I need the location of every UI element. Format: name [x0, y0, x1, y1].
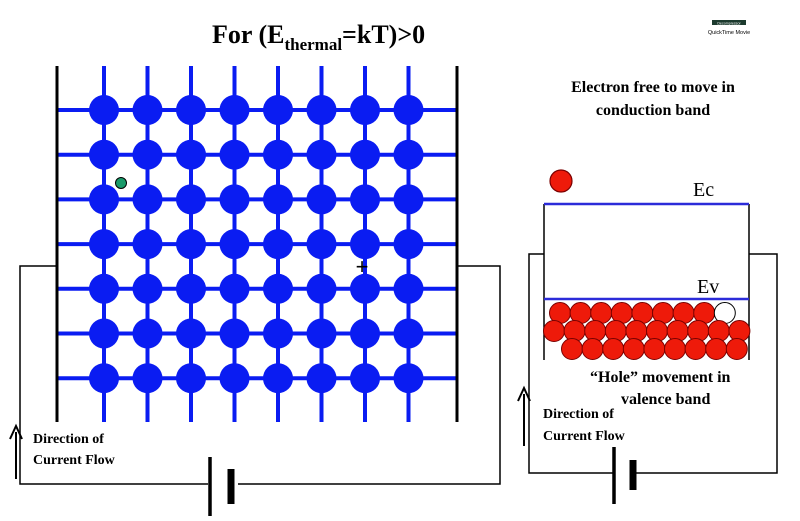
- lattice-atom: [306, 229, 337, 260]
- lattice-atom: [393, 318, 424, 349]
- lattice-atom: [89, 95, 119, 125]
- left-battery: [208, 457, 235, 516]
- right-heading-line2: conduction band: [596, 102, 710, 119]
- lattice-atom: [132, 363, 163, 394]
- quicktime-badge-line2: QuickTime Movie: [708, 30, 750, 36]
- valence-electron: [643, 338, 666, 360]
- ec-label: Ec: [693, 179, 714, 201]
- lattice-atom: [393, 363, 424, 394]
- lattice-atom: [350, 95, 380, 125]
- right-current-label-line2: Current Flow: [543, 429, 626, 444]
- lattice-atom: [306, 273, 337, 304]
- lattice-atom: [132, 184, 163, 215]
- lattice-atom: [89, 139, 119, 170]
- hole-plus-sign: +: [356, 254, 369, 279]
- hole-caption-line1: “Hole” movement in: [590, 369, 731, 386]
- quicktime-badge: [712, 20, 746, 25]
- lattice-atom: [132, 95, 163, 125]
- lattice-atom: [132, 139, 163, 170]
- quicktime-badge-line1: Decompressor: [717, 22, 741, 26]
- lattice-atom: [176, 229, 206, 260]
- lattice-atom: [176, 95, 206, 125]
- lattice-atom: [306, 363, 337, 394]
- valence-electron: [543, 320, 565, 342]
- lattice-atom: [89, 363, 119, 394]
- lattice-atom: [132, 229, 163, 260]
- right-current-arrow: [517, 385, 531, 446]
- lattice-atom: [263, 229, 293, 260]
- lattice-atom: [219, 184, 250, 215]
- left-circuit-wire: [19, 265, 208, 485]
- lattice-atom: [219, 273, 250, 304]
- lattice-atom: [393, 139, 424, 170]
- crystal-lattice: [57, 66, 457, 422]
- lattice-atom: [219, 139, 250, 170]
- right-circuit-wire-right: [633, 253, 778, 474]
- lattice-atom: [263, 139, 293, 170]
- conduction-electron: [549, 169, 573, 193]
- lattice-atom: [393, 95, 424, 125]
- valence-electron: [581, 338, 604, 360]
- title: For (Ethermal=kT)>0: [212, 20, 425, 54]
- lattice-atom: [263, 273, 293, 304]
- lattice-atom: [219, 95, 250, 125]
- lattice-atom: [89, 273, 119, 304]
- valence-electrons: [543, 302, 751, 360]
- valence-electron: [602, 338, 625, 360]
- valence-electron: [684, 338, 707, 360]
- lattice-atom: [263, 184, 293, 215]
- left-current-label-line1: Direction of: [33, 432, 104, 447]
- ev-label: Ev: [697, 276, 719, 298]
- right-current-label-line1: Direction of: [543, 407, 614, 422]
- left-current-arrow: [9, 423, 23, 479]
- lattice-atom: [219, 318, 250, 349]
- lattice-atom: [263, 95, 293, 125]
- lattice-atom: [89, 318, 119, 349]
- lattice-atom: [132, 318, 163, 349]
- lattice-atom: [393, 229, 424, 260]
- right-circuit-wire-left: [528, 253, 614, 474]
- lattice-atom: [263, 363, 293, 394]
- right-battery: [612, 447, 637, 504]
- free-electron: [115, 177, 127, 189]
- left-circuit-wire-right: [238, 265, 501, 485]
- lattice-atoms: [89, 95, 424, 394]
- lattice-atom: [306, 95, 337, 125]
- lattice-atom: [89, 229, 119, 260]
- lattice-atom: [306, 139, 337, 170]
- lattice-atom: [89, 184, 119, 215]
- lattice-atom: [132, 273, 163, 304]
- lattice-atom: [176, 273, 206, 304]
- lattice-atom: [306, 184, 337, 215]
- lattice-atom: [350, 363, 380, 394]
- lattice-atom: [176, 363, 206, 394]
- right-heading-line1: Electron free to move in: [571, 79, 735, 96]
- lattice-atom: [350, 273, 380, 304]
- lattice-atom: [350, 229, 380, 260]
- lattice-atom: [350, 184, 380, 215]
- lattice-atom: [350, 318, 380, 349]
- valence-electron: [725, 338, 748, 360]
- lattice-atom: [350, 139, 380, 170]
- hole-caption-line2: valence band: [621, 391, 710, 408]
- lattice-atom: [176, 184, 206, 215]
- valence-electron: [705, 338, 728, 360]
- lattice-atom: [306, 318, 337, 349]
- valence-electron: [622, 338, 645, 360]
- valence-electron: [561, 338, 583, 360]
- lattice-atom: [393, 184, 424, 215]
- lattice-atom: [176, 318, 206, 349]
- lattice-atom: [219, 363, 250, 394]
- lattice-atom: [176, 139, 206, 170]
- valence-electron: [664, 338, 686, 360]
- lattice-atom: [393, 273, 424, 304]
- lattice-atom: [263, 318, 293, 349]
- lattice-atom: [219, 229, 250, 260]
- left-current-label-line2: Current Flow: [33, 453, 116, 468]
